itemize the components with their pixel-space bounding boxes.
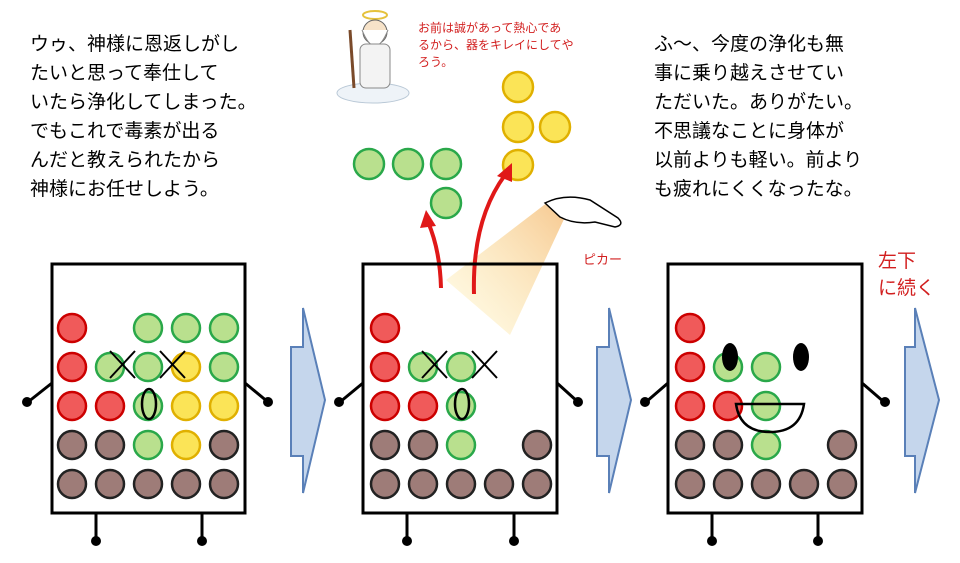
right-narration: ふ～、今度の浄化も無 事に乗り越えさせてい ただいた。ありがたい。 不思議なこと… xyxy=(654,33,864,200)
body-panel-during xyxy=(334,262,583,546)
god-speech: お前は誠があって熱心であ るから、器をキレイにしてや ろう。 xyxy=(418,21,574,69)
up-arrow-icon xyxy=(420,163,512,295)
left-narration: ウゥ、神様に恩返しがし たいと思って奉仕して いたら浄化してしまった。 でもこれ… xyxy=(30,33,257,200)
light-beam-icon xyxy=(446,202,565,335)
continue-note: 左下 に続く xyxy=(878,250,936,299)
body-panel-after xyxy=(640,262,890,546)
light-label: ピカー xyxy=(583,253,623,268)
right-arrow-icon xyxy=(290,307,941,494)
hand-icon xyxy=(543,196,622,228)
god-figure-icon xyxy=(336,10,410,104)
body-panel-before xyxy=(22,262,273,546)
